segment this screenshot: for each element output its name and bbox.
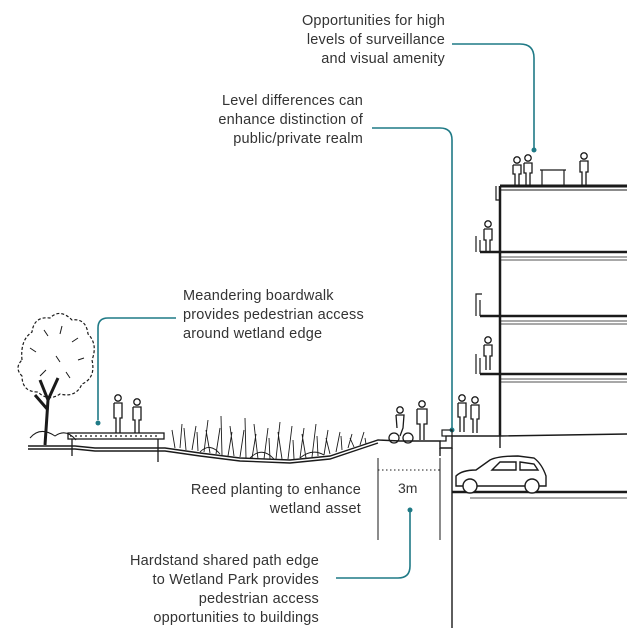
people: [113, 152, 589, 444]
leader-lines: [97, 43, 535, 579]
callout-surveillance: Opportunities for high levels of surveil…: [301, 13, 445, 67]
cyclist: [388, 406, 414, 444]
person: [483, 220, 493, 252]
ground-line: [28, 433, 627, 628]
person: [416, 400, 428, 440]
person: [113, 394, 123, 433]
person: [523, 154, 533, 186]
leader-boardwalk: [97, 317, 176, 420]
callout-level-differences: Level differences can enhance distinctio…: [218, 93, 363, 147]
person: [512, 156, 522, 186]
reed-planting: [171, 415, 367, 460]
person: [457, 394, 467, 432]
tree: [17, 312, 95, 446]
leader-level-differences: [372, 127, 453, 428]
leader-dots: [95, 147, 537, 513]
person: [483, 336, 493, 370]
dimension-lines: [377, 458, 441, 540]
leader-hardstand-path: [336, 512, 411, 579]
building: [440, 169, 627, 499]
callout-boardwalk: Meandering boardwalk provides pedestrian…: [183, 288, 364, 342]
car: [455, 455, 547, 494]
leader-surveillance: [452, 43, 535, 148]
person: [579, 152, 589, 186]
callout-hardstand-path: Hardstand shared path edge to Wetland Pa…: [130, 553, 319, 626]
callout-reed-planting: Reed planting to enhance wetland asset: [190, 482, 361, 517]
path-width-label: 3m: [398, 480, 418, 496]
person: [470, 396, 480, 433]
person: [132, 398, 142, 433]
